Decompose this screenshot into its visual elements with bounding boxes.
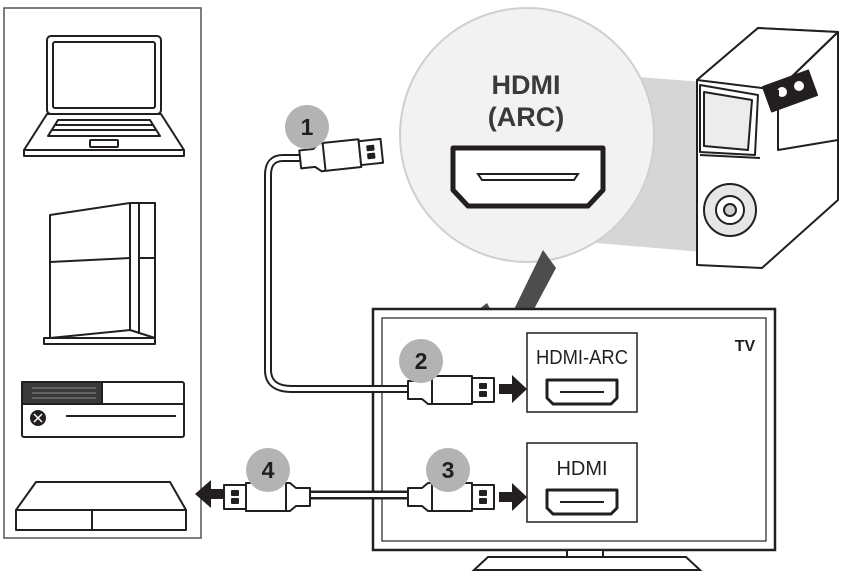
set-top-box-icon: [15, 481, 187, 531]
step-badge-1: 1: [285, 105, 329, 149]
arrow-into-hdmi-icon: [499, 483, 527, 511]
callout-title-line1: HDMI: [492, 70, 561, 100]
speaker-icon: [696, 27, 839, 269]
arrow-into-hdmi-arc-icon: [499, 375, 527, 403]
xbox-console-icon: [21, 381, 185, 438]
arrow-into-set-top-box-icon: [195, 480, 228, 508]
step-badge-2: 2: [399, 339, 443, 383]
tv-label: TV: [735, 338, 756, 355]
step-number-2: 2: [415, 348, 428, 374]
tv-hdmi-port-label: HDMI: [556, 458, 607, 480]
step-badge-4: 4: [246, 448, 290, 492]
laptop-icon: [23, 35, 185, 157]
callout-circle: [399, 7, 655, 263]
step-number-1: 1: [301, 114, 314, 140]
callout-title-line2: (ARC): [488, 102, 564, 132]
step-number-3: 3: [442, 457, 455, 483]
hdmi-plug-1: [298, 137, 385, 173]
tv-hdmi-arc-port-label: HDMI-ARC: [536, 347, 628, 369]
hdmi-port-closeup: [450, 145, 606, 209]
game-console-icon: [43, 202, 156, 345]
tv-hdmi-port: HDMI: [526, 442, 638, 523]
tv-stand: [471, 549, 703, 571]
step-number-4: 4: [262, 457, 275, 483]
tv-hdmi-arc-port: HDMI-ARC: [526, 332, 638, 413]
step-badge-3: 3: [426, 448, 470, 492]
